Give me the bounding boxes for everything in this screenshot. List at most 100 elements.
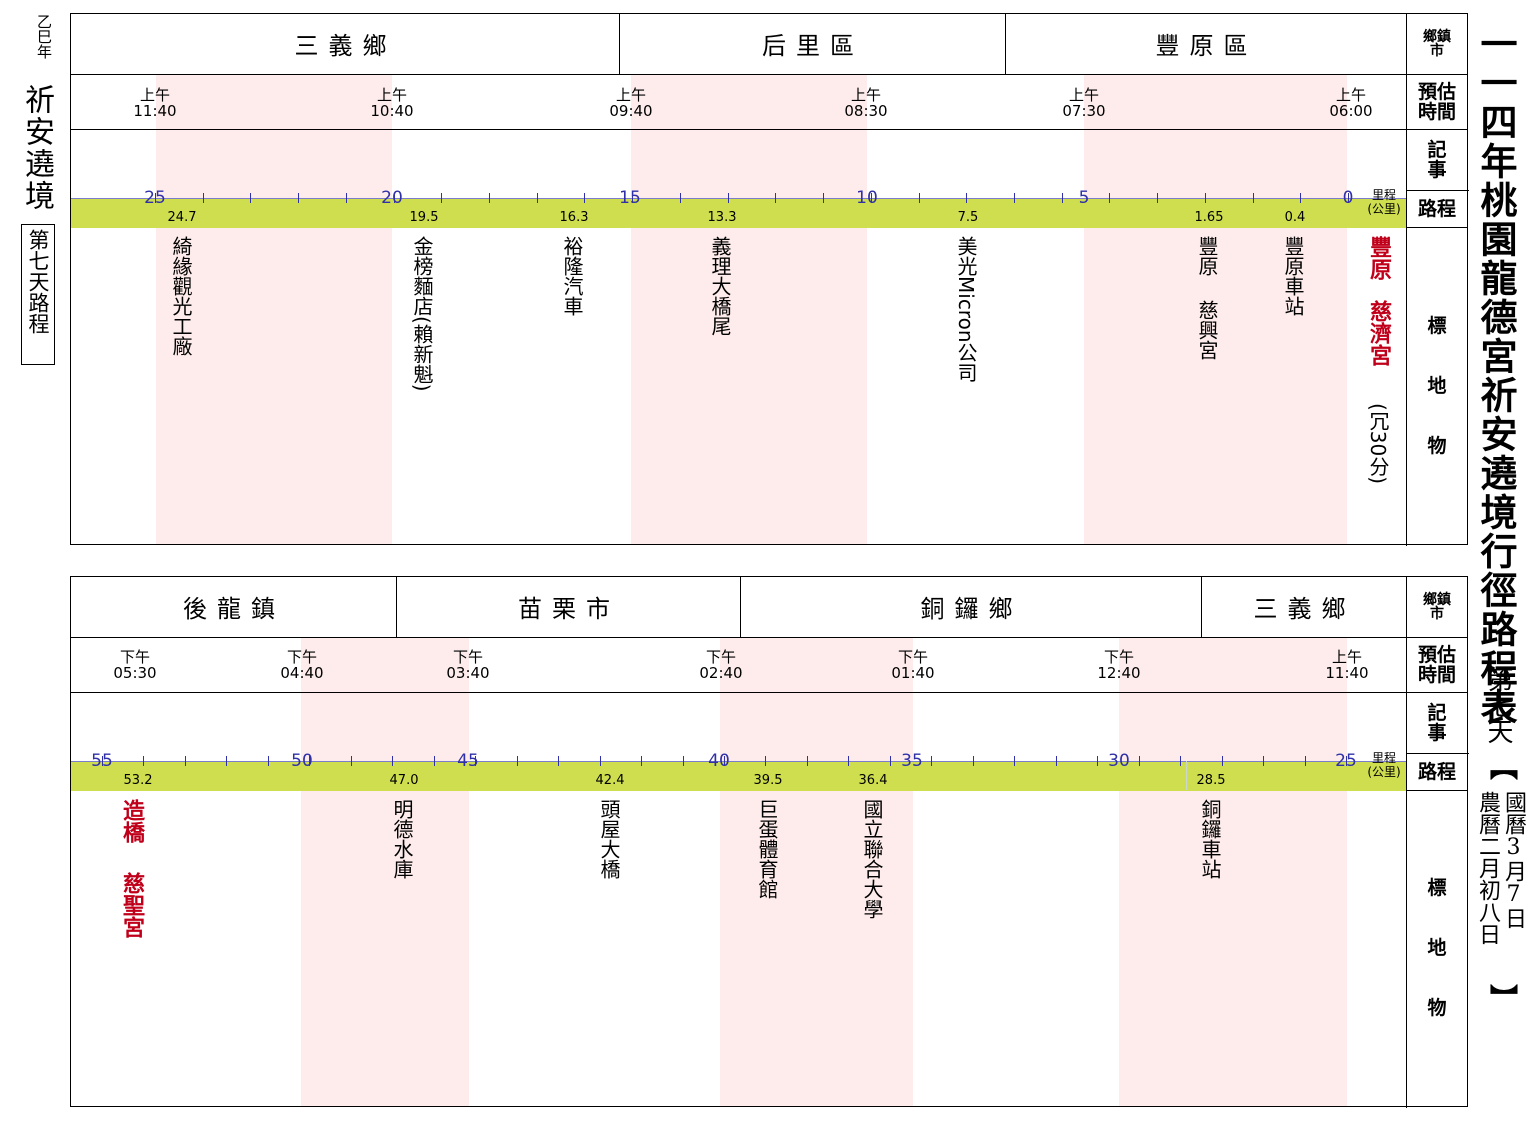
- km-tick: [475, 756, 477, 766]
- end-temple-location: 造橋: [119, 799, 145, 843]
- km-mark: 25: [1335, 751, 1357, 771]
- km-mark: 50: [291, 751, 313, 771]
- km-tick: [202, 193, 204, 203]
- km-tick: [184, 756, 186, 766]
- header-route: 路程: [1417, 197, 1456, 220]
- km-tick: [1221, 756, 1223, 766]
- station-km: 24.7: [167, 210, 197, 225]
- station-km: 28.5: [1196, 773, 1226, 788]
- km-tick: [584, 193, 586, 203]
- km-mark: 30: [1108, 751, 1130, 771]
- km-tick: [632, 193, 634, 203]
- station-km: 53.2: [123, 773, 153, 788]
- landmark: 義理大橋尾: [708, 236, 732, 336]
- km-mark: 0: [1342, 188, 1354, 208]
- lunar-date: 農曆二月初八日: [1475, 791, 1500, 945]
- solar-date: 國曆3月7日: [1501, 791, 1526, 929]
- station-km: 7.5: [957, 210, 979, 225]
- landmark: 豐原車站: [1281, 236, 1305, 316]
- km-tick: [1204, 193, 1206, 203]
- km-mark: 25: [144, 188, 166, 208]
- divider: [619, 14, 620, 74]
- divider: [396, 577, 397, 637]
- station-km: 1.65: [1194, 210, 1224, 225]
- km-tick: [1061, 193, 1063, 203]
- time-band: [156, 74, 392, 544]
- start-temple-location: 豐原: [1366, 236, 1392, 280]
- km-tick: [918, 193, 920, 203]
- header-township: 鄉鎮市: [1423, 29, 1451, 59]
- landmark: 美光Micron公司: [954, 236, 978, 383]
- header-time: 預估時間: [1417, 643, 1456, 686]
- station-km: 16.3: [559, 210, 589, 225]
- left-era-year: 乙巳年: [35, 14, 53, 59]
- km-tick: [516, 756, 518, 766]
- time-band: [720, 637, 913, 1106]
- km-mark: 5: [1078, 188, 1090, 208]
- km-tick: [1055, 756, 1057, 766]
- km-tick: [250, 193, 252, 203]
- route-bar: [71, 198, 1407, 228]
- km-mark: 35: [901, 751, 923, 771]
- row-line: [71, 692, 1467, 693]
- landmark: 綺緣觀光工廠: [169, 236, 193, 356]
- station-km: 19.5: [409, 210, 439, 225]
- km-tick: [1013, 193, 1015, 203]
- km-tick: [143, 756, 145, 766]
- left-day-box: 第七天路程: [21, 224, 55, 365]
- district-fengyuan: 豐原區: [1155, 32, 1258, 60]
- route-bar: [71, 761, 1407, 791]
- station-divider: [1186, 761, 1187, 790]
- station-km: 42.4: [595, 773, 625, 788]
- header-notes: 記事: [1427, 138, 1447, 181]
- start-temple: 慈濟宮: [1366, 300, 1392, 366]
- landmark: 金榜麵店(賴新魁): [410, 236, 434, 392]
- landmark: 巨蛋體育館: [755, 799, 779, 899]
- km-tick: [682, 756, 684, 766]
- km-mark: 15: [619, 188, 641, 208]
- km-tick: [806, 756, 808, 766]
- time-band: [631, 74, 867, 544]
- km-tick: [558, 756, 560, 766]
- time-band: [1084, 74, 1347, 544]
- landmark: 銅鑼車站: [1198, 799, 1222, 879]
- km-tick: [345, 193, 347, 203]
- unit-label: 里程(公里): [1367, 751, 1401, 779]
- km-tick: [536, 193, 538, 203]
- day-label: 第七天: [1483, 666, 1513, 744]
- km-tick: [393, 193, 395, 203]
- left-day-label: 第七天路程: [26, 229, 50, 334]
- time-band: [301, 637, 469, 1106]
- row-line: [1407, 190, 1469, 191]
- km-tick: [727, 193, 729, 203]
- km-mark: 10: [856, 188, 878, 208]
- km-mark: 45: [457, 751, 479, 771]
- landmark: 明德水庫: [390, 799, 414, 879]
- km-tick: [489, 193, 491, 203]
- district-houli: 后里區: [762, 32, 864, 60]
- km-tick: [599, 756, 601, 766]
- km-tick: [102, 756, 103, 766]
- km-tick: [966, 193, 968, 203]
- unit-label: 里程(公里): [1367, 188, 1401, 216]
- station-km: 39.5: [753, 773, 783, 788]
- row-line: [71, 637, 1467, 638]
- km-tick: [1157, 193, 1159, 203]
- km-tick: [1304, 756, 1306, 766]
- km-tick: [765, 756, 767, 766]
- km-tick: [1300, 193, 1302, 203]
- landmark: 裕隆汽車: [560, 236, 584, 316]
- km-tick: [775, 193, 777, 203]
- km-mark: 55: [91, 751, 113, 771]
- station-km: 47.0: [389, 773, 419, 788]
- bracket-close: 】: [1486, 984, 1519, 1012]
